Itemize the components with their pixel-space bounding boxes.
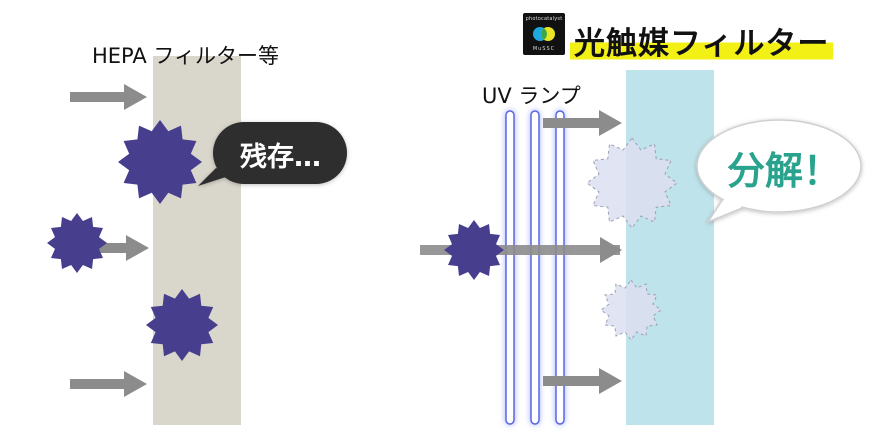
arrow-icon [543,368,622,394]
uv-lamp-icon [505,110,515,425]
decomposed-text: 分解！ [727,149,842,193]
germ-icon [444,220,504,280]
arrow-icon [543,110,622,136]
hepa-filter-title: HEPA フィルター等 [92,44,280,68]
decomposed-germ-icon [586,137,678,229]
hepa-filter-panel [153,56,241,425]
logo-top-text: photocatalyst [525,16,563,22]
germ-icon [146,289,218,361]
uv-lamp-label: UV ランプ [482,84,581,108]
arrow-icon [98,235,149,261]
uv-lamp-icon [530,110,540,425]
germ-icon [47,213,107,273]
arrow-icon [70,84,147,110]
remaining-text: 残存… [240,142,321,173]
photocatalyst-filter-panel [626,70,714,425]
uv-lamp-icon [555,110,565,425]
arrow-icon [70,371,147,397]
photocatalyst-logo-icon: photocatalyst MuSSC [523,13,565,55]
photocatalyst-filter-title: 光触媒フィルター [570,18,834,63]
decomposed-germ-icon [600,279,662,341]
germ-icon [118,120,202,204]
remaining-speech-bubble [198,122,347,186]
decomposed-speech-bubble [696,119,862,224]
logo-bottom-text: MuSSC [532,46,556,52]
arrow-icon [420,237,622,263]
